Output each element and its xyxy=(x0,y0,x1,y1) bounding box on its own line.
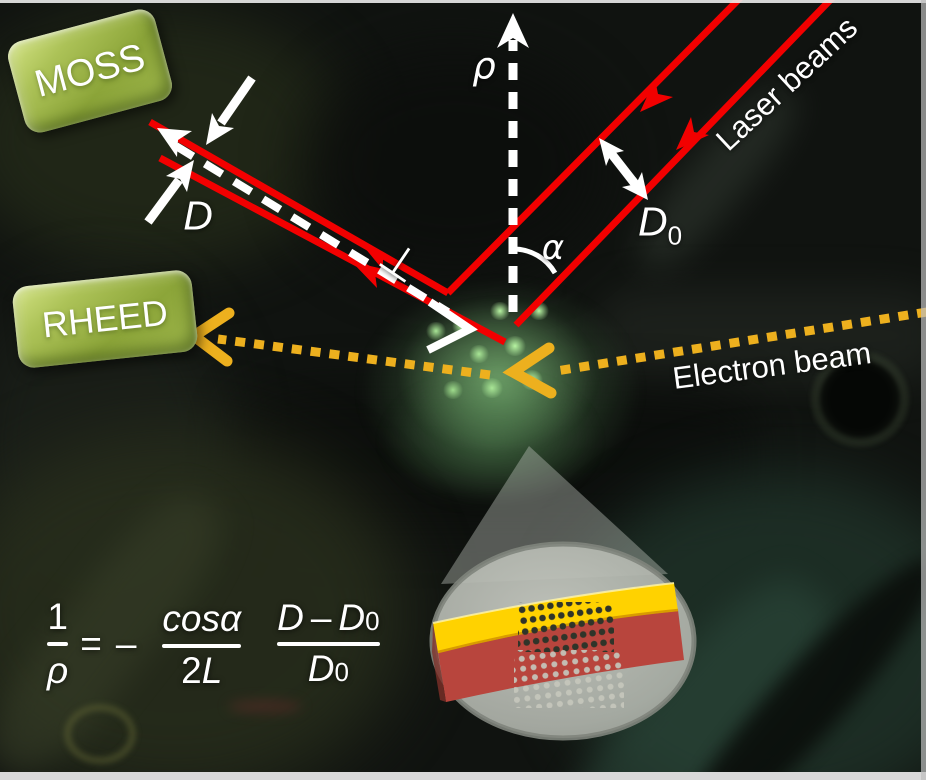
formula-lhs-den: ρ xyxy=(47,650,69,691)
formula-lhs: 1 ρ xyxy=(42,596,73,692)
laser-beam-incident-1 xyxy=(445,0,743,296)
wafer-film-highlight xyxy=(432,582,675,624)
electron-beam-arrowhead-icon xyxy=(502,342,557,399)
laser-arrowhead-icon xyxy=(360,242,396,270)
d-spacing-label: D xyxy=(183,192,213,239)
cos-alpha: cosα xyxy=(162,597,242,639)
bg-red-smudge xyxy=(228,700,302,713)
d0-arrowhead-icon xyxy=(599,138,624,166)
d0-arrow-shaft xyxy=(603,145,643,192)
alpha-arc xyxy=(512,246,558,275)
frame-bottom xyxy=(0,772,926,780)
d-arrowhead-icon xyxy=(166,160,194,192)
laser-arrowhead-icon xyxy=(352,262,388,288)
minus-sign: – xyxy=(115,623,137,664)
rheed-spot xyxy=(480,378,504,398)
fraction-bar xyxy=(162,643,242,648)
d-arrow-shaft xyxy=(217,75,256,126)
d0-spacing-label: D0 xyxy=(637,198,683,251)
rho-symbol: ρ xyxy=(472,44,496,88)
sample-glow-tail xyxy=(388,378,593,503)
rheed-spot xyxy=(503,336,527,356)
rheed-spot xyxy=(468,345,490,363)
equals-sign: = xyxy=(80,623,102,664)
laser-arrowhead-icon xyxy=(640,79,673,112)
rheed-spot xyxy=(489,302,511,320)
electron-beam-incident xyxy=(555,307,926,376)
rheed-spot xyxy=(425,322,447,340)
moss-label: MOSS xyxy=(30,35,150,106)
fraction-bar xyxy=(277,642,380,646)
film-atoms xyxy=(518,602,614,652)
laser-arrowhead-icon xyxy=(676,117,709,150)
alpha-symbol: α xyxy=(541,228,565,268)
bg-ring xyxy=(64,704,136,764)
laser-beam-reflected-1 xyxy=(148,118,450,297)
substrate-atoms xyxy=(514,650,624,708)
wafer-left-edge xyxy=(432,623,446,702)
rheed-spot xyxy=(442,381,464,399)
rho-arrowhead-icon xyxy=(497,13,529,48)
moss-entrance-arrowhead-icon xyxy=(157,128,192,157)
d-arrowhead-icon xyxy=(206,113,234,145)
beam-axis-arrowhead-icon xyxy=(426,298,478,354)
fraction-bar xyxy=(47,642,69,646)
bg-bolt-hole xyxy=(820,360,900,438)
d-arrow-shaft xyxy=(144,177,183,225)
electron-beam-reflected xyxy=(217,334,491,380)
beam-axis-dashed xyxy=(173,142,451,316)
formula-lhs-num: 1 xyxy=(47,596,68,637)
frame-right xyxy=(921,0,926,780)
rheed-label: RHEED xyxy=(40,291,170,346)
laser-beam-incident-2 xyxy=(513,0,836,328)
d0-arrowhead-icon xyxy=(622,172,648,200)
frame-top xyxy=(0,0,926,3)
